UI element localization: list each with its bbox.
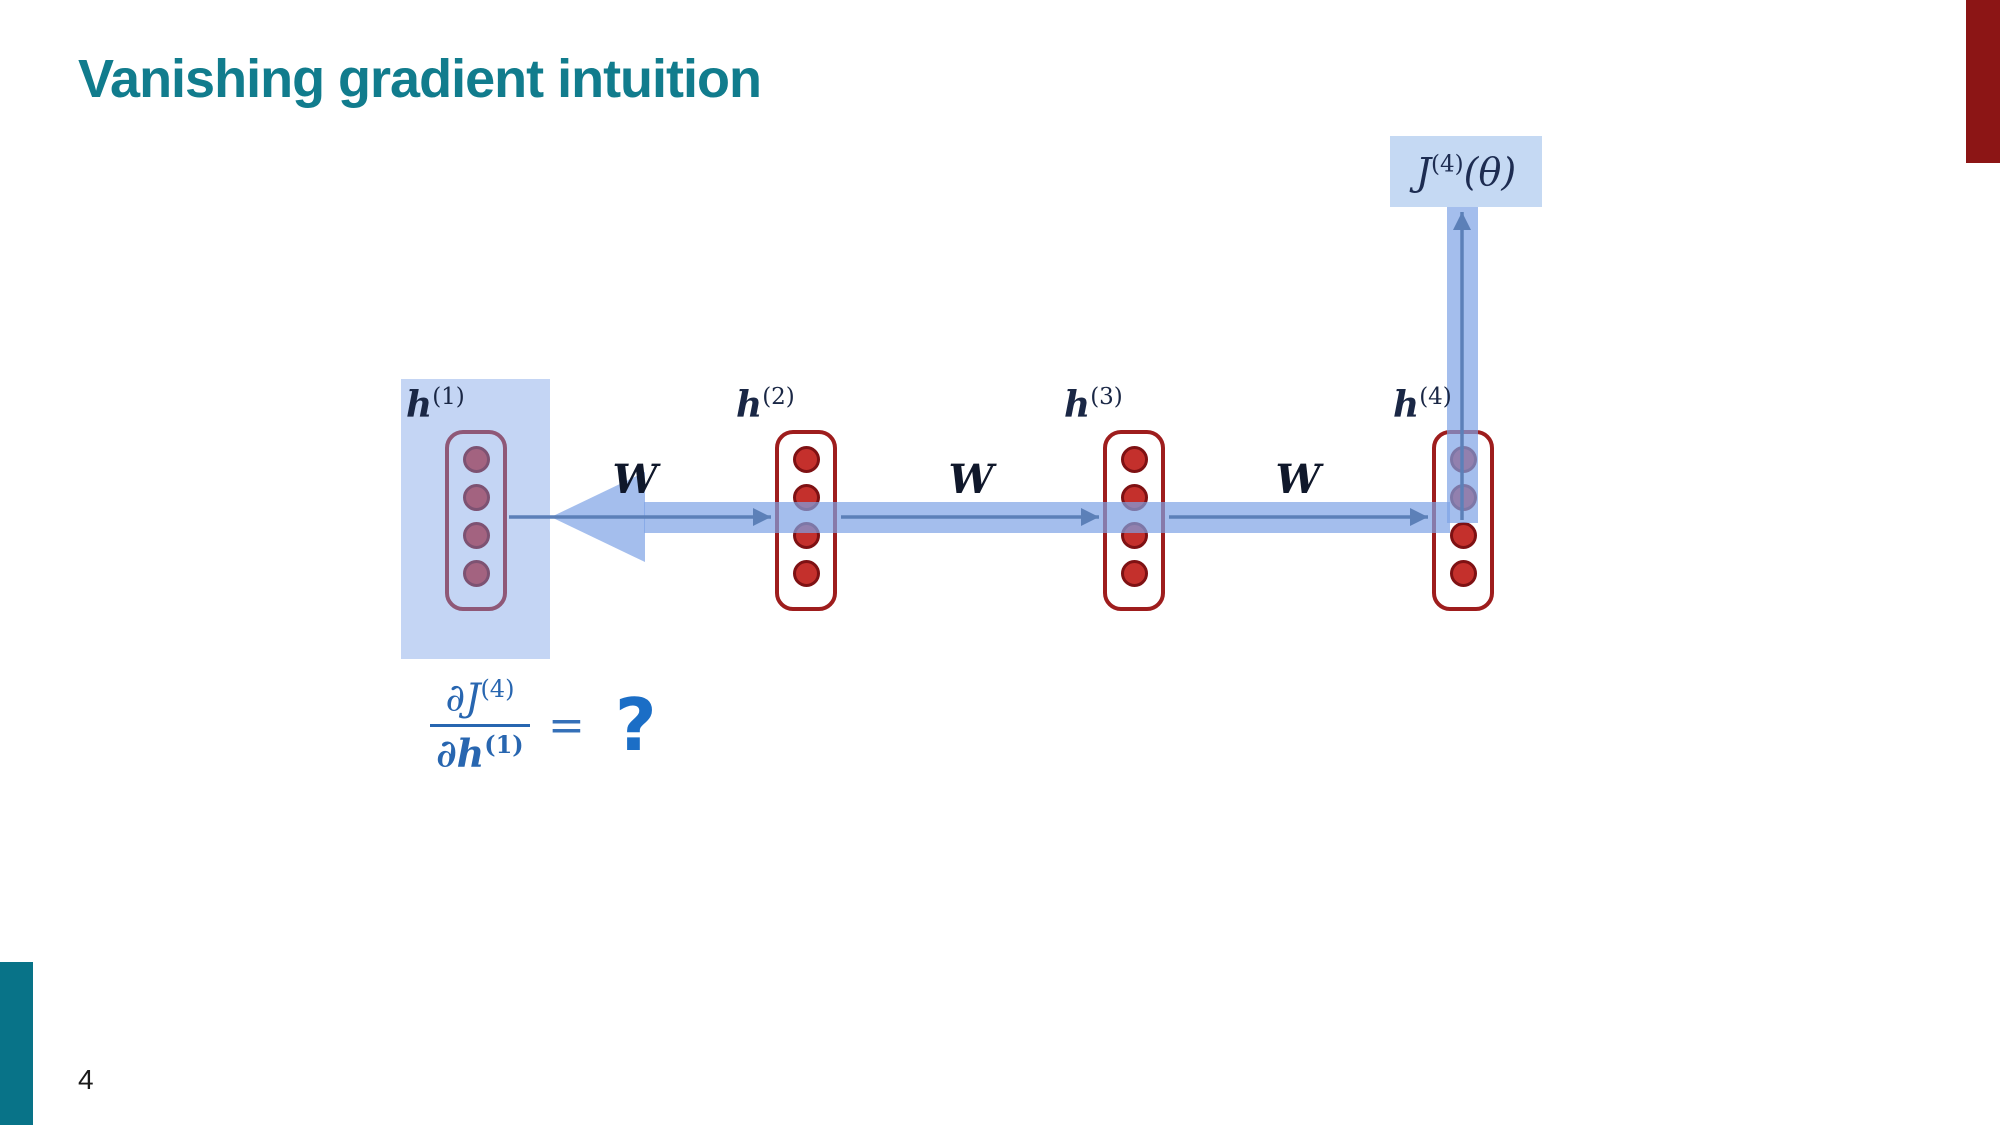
h2-label: h(2) [736, 384, 795, 426]
neuron-node [462, 560, 490, 587]
neuron-node [1120, 484, 1148, 511]
equals-sign: = [548, 699, 585, 751]
slide-title: Vanishing gradient intuition [78, 49, 762, 109]
neuron-node [1120, 522, 1148, 549]
loss-box: J(4)(θ) [1390, 136, 1542, 207]
neuron-node [462, 484, 490, 511]
weight-label-2: W [948, 456, 994, 503]
backprop-band-horizontal [644, 502, 1450, 533]
weight-label-3: W [1275, 456, 1321, 503]
neuron-node [462, 522, 490, 549]
hidden-state-box-2 [775, 430, 837, 611]
fraction-denominator: ∂h(1) [436, 730, 524, 777]
neuron-node [1120, 560, 1148, 587]
neuron-node [1449, 522, 1477, 549]
neuron-node [462, 446, 490, 473]
neuron-node [1449, 560, 1477, 587]
fraction-bar [430, 724, 530, 728]
neuron-node [792, 560, 820, 587]
h1-label: h(1) [406, 384, 465, 426]
neuron-node [1120, 446, 1148, 473]
fraction: ∂J(4) ∂h(1) [430, 676, 530, 775]
loss-label: J(4)(θ) [1415, 149, 1517, 194]
hidden-state-box-1 [445, 430, 507, 611]
neuron-node [792, 484, 820, 511]
h3-label: h(3) [1064, 384, 1123, 426]
gradient-formula: ∂J(4) ∂h(1) = ? [430, 676, 657, 775]
neuron-node [792, 522, 820, 549]
hidden-state-box-3 [1103, 430, 1165, 611]
question-mark: ? [614, 683, 657, 768]
neuron-node [792, 446, 820, 473]
top-right-accent-bar [1966, 0, 2000, 163]
neuron-node [1449, 446, 1477, 473]
page-number: 4 [78, 1064, 94, 1095]
bottom-left-accent-bar [0, 962, 33, 1125]
fraction-numerator: ∂J(4) [445, 675, 515, 720]
hidden-state-box-4 [1432, 430, 1494, 611]
weight-label-1: W [612, 456, 658, 503]
h4-label: h(4) [1393, 384, 1452, 426]
neuron-node [1449, 484, 1477, 511]
